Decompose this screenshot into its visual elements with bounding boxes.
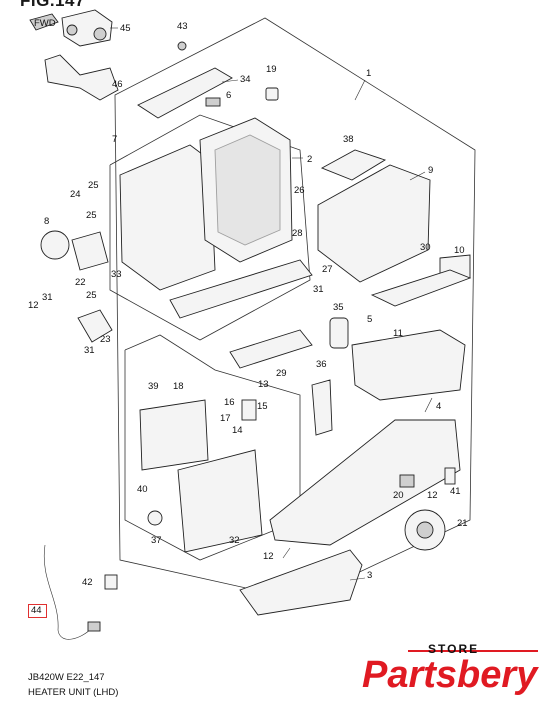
- callout-28: 28: [292, 228, 303, 239]
- part-blower-case: [317, 164, 431, 283]
- brand-logo: STORE Partsbery: [348, 628, 548, 714]
- highlight-box: [28, 604, 47, 618]
- assembly-frame: [114, 17, 476, 601]
- callout-10: 10: [454, 245, 465, 256]
- part-actuator-small: [205, 97, 221, 107]
- part-link-plate-2: [229, 329, 313, 369]
- callout-5: 5: [367, 314, 372, 325]
- part-heater-case: [119, 117, 293, 291]
- callout-26: 26: [294, 185, 305, 196]
- callout-38: 38: [343, 134, 354, 145]
- callout-39: 39: [148, 381, 159, 392]
- callout-17: 17: [220, 413, 231, 424]
- callout-41: 41: [450, 486, 461, 497]
- callout-32: 32: [229, 535, 240, 546]
- callout-18: 18: [173, 381, 184, 392]
- callout-23: 23: [100, 334, 111, 345]
- callout-12a: 12: [28, 300, 39, 311]
- figure-title: FIG.147: [20, 0, 85, 10]
- part-base-tray: [239, 549, 363, 616]
- callout-1: 1: [366, 68, 371, 79]
- part-filter-b: [370, 269, 472, 307]
- callout-45: 45: [120, 23, 131, 34]
- part-actuator-mid: [71, 231, 109, 271]
- part-valve: [61, 9, 113, 47]
- callout-34: 34: [240, 74, 251, 85]
- callout-12c: 12: [263, 551, 274, 562]
- fwd-label: FWD: [34, 18, 56, 29]
- figure-name: HEATER UNIT (LHD): [28, 687, 119, 698]
- callout-12b: 12: [427, 490, 438, 501]
- callout-21: 21: [457, 518, 468, 529]
- callout-4: 4: [436, 401, 441, 412]
- callout-7: 7: [112, 134, 117, 145]
- callout-6: 6: [226, 90, 231, 101]
- callout-24: 24: [70, 189, 81, 200]
- callout-25c: 25: [86, 290, 97, 301]
- callout-13: 13: [258, 379, 269, 390]
- callout-25b: 25: [86, 210, 97, 221]
- callout-31c: 31: [84, 345, 95, 356]
- part-drain-hose: [311, 379, 333, 436]
- callout-43: 43: [177, 21, 188, 32]
- callout-36: 36: [316, 359, 327, 370]
- callout-42: 42: [82, 577, 93, 588]
- callout-40: 40: [137, 484, 148, 495]
- callout-44: 44: [31, 605, 42, 616]
- sub-frame-upper: [109, 114, 311, 341]
- callout-3: 3: [367, 570, 372, 581]
- callout-19: 19: [266, 64, 277, 75]
- callout-46: 46: [112, 79, 123, 90]
- callout-29: 29: [276, 368, 287, 379]
- part-small-clip: [265, 87, 279, 101]
- part-lower-duct: [351, 329, 466, 401]
- callout-2: 2: [307, 154, 312, 165]
- part-cover-small: [444, 467, 456, 485]
- callout-27: 27: [322, 264, 333, 275]
- callout-37: 37: [151, 535, 162, 546]
- part-resistor: [399, 474, 415, 488]
- part-filter-cover: [320, 149, 387, 181]
- part-duct-top: [137, 67, 233, 119]
- callout-labels: 45 43 34 19 1 46 6 7 38 2 9 24 25 25 26 …: [28, 21, 468, 616]
- logo-wordmark: Partsbery: [362, 654, 538, 696]
- callout-35: 35: [333, 302, 344, 313]
- part-expansion-valve: [241, 399, 257, 421]
- callout-33: 33: [111, 269, 122, 280]
- logo-accent-line: [408, 650, 538, 652]
- part-wire-harness: [43, 544, 93, 640]
- part-clip: [177, 41, 187, 51]
- callout-22: 22: [75, 277, 86, 288]
- callout-30: 30: [420, 242, 431, 253]
- sub-frame-lower: [124, 334, 301, 561]
- callout-31b: 31: [313, 284, 324, 295]
- callout-20: 20: [393, 490, 404, 501]
- part-grommet: [147, 510, 163, 526]
- part-bracket: [44, 54, 119, 101]
- logo-store-label: STORE: [428, 642, 480, 656]
- part-evaporator: [177, 449, 263, 553]
- callout-11: 11: [393, 328, 403, 339]
- part-heater-core: [139, 399, 209, 471]
- callout-14: 14: [232, 425, 243, 436]
- callout-9: 9: [428, 165, 433, 176]
- part-harness-clip: [104, 574, 118, 590]
- callout-16: 16: [224, 397, 235, 408]
- callout-25a: 25: [88, 180, 99, 191]
- figure-code: JB420W E22_147: [28, 672, 105, 683]
- part-actuator-left: [40, 230, 70, 260]
- callout-15: 15: [257, 401, 268, 412]
- callout-31a: 31: [42, 292, 53, 303]
- part-link-plate: [169, 259, 313, 319]
- callout-8: 8: [44, 216, 49, 227]
- fwd-arrow: FWD: [29, 13, 59, 31]
- part-actuator-low: [77, 309, 113, 343]
- part-lower-case: [269, 419, 461, 546]
- part-seal: [329, 317, 349, 349]
